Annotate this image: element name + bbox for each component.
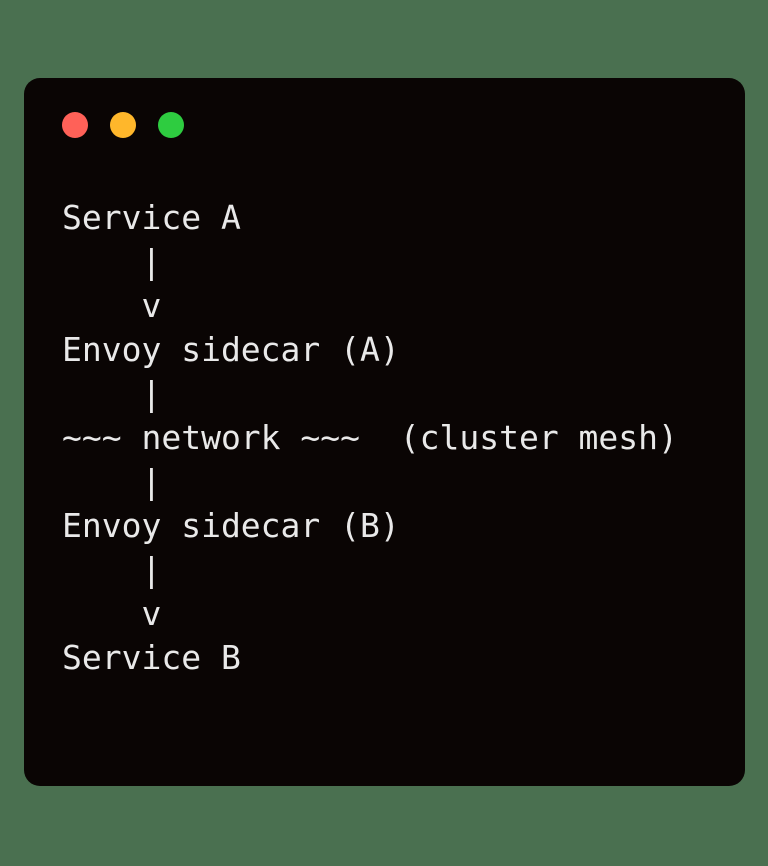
diagram-line-arrow-1: v [62, 286, 162, 325]
diagram-line-connector-2: | [62, 374, 162, 413]
close-window-button[interactable] [62, 112, 88, 138]
diagram-line-arrow-2: v [62, 594, 162, 633]
diagram-line-service-b: Service B [62, 638, 241, 677]
diagram-line-service-a: Service A [62, 198, 241, 237]
diagram-line-envoy-sidecar-b: Envoy sidecar (B) [62, 506, 400, 545]
minimize-window-button[interactable] [110, 112, 136, 138]
diagram-line-connector-4: | [62, 550, 162, 589]
diagram-line-envoy-sidecar-a: Envoy sidecar (A) [62, 330, 400, 369]
window-titlebar [62, 112, 184, 138]
diagram-line-network: ~~~ network ~~~ (cluster mesh) [62, 418, 678, 457]
diagram-line-connector-3: | [62, 462, 162, 501]
diagram-line-connector-1: | [62, 242, 162, 281]
maximize-window-button[interactable] [158, 112, 184, 138]
